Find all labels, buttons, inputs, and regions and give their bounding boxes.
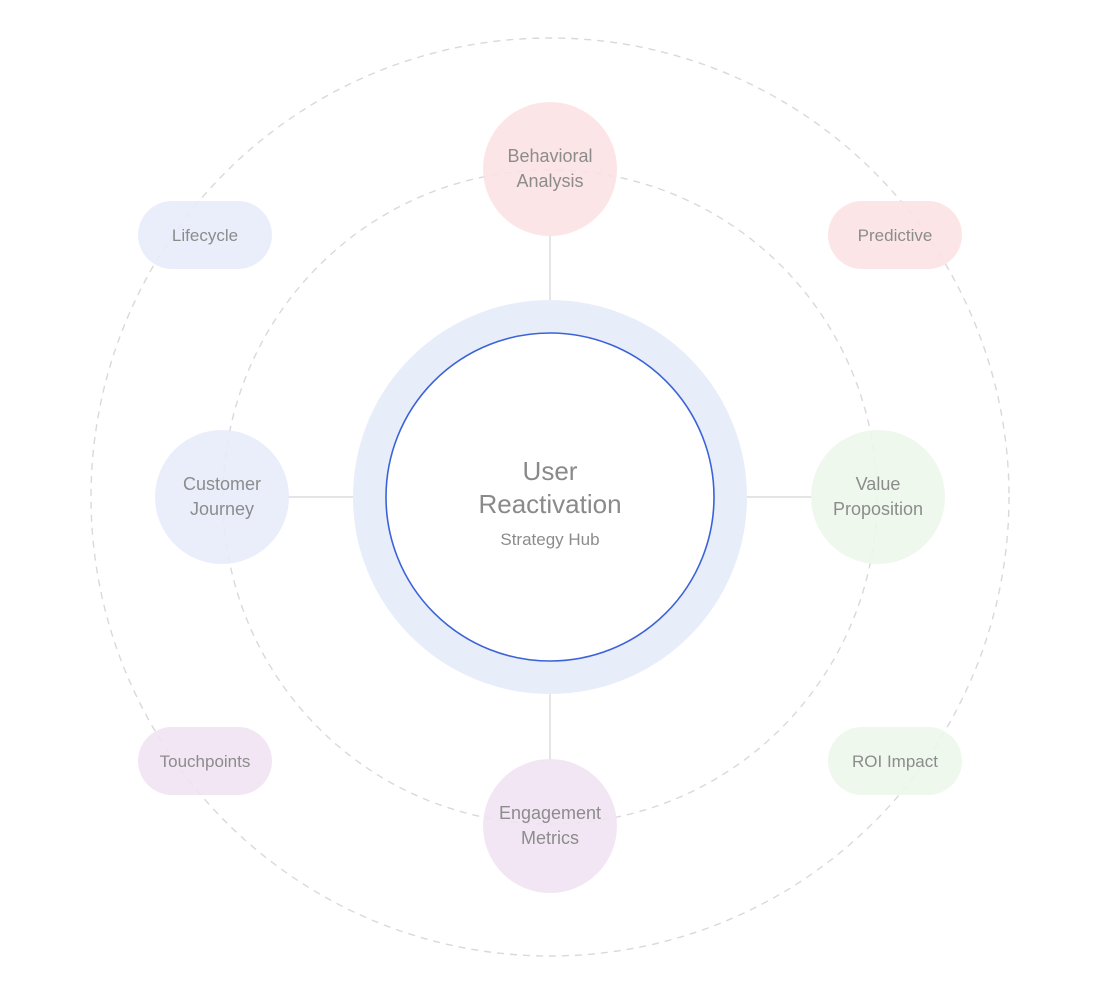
node-label-line1: Customer [182, 474, 262, 494]
node-label-line1: Value [855, 474, 901, 494]
tag-touchpoints[interactable]: Touchpoints [138, 727, 272, 795]
hub-title-line1: User [522, 456, 578, 486]
node-label-line2: Proposition [832, 499, 924, 519]
tag-label: Touchpoints [159, 751, 251, 771]
tag-lifecycle[interactable]: Lifecycle [138, 201, 272, 269]
node-label-line1: Behavioral [507, 146, 593, 166]
node-label-line2: Journey [189, 499, 255, 519]
tag-label: ROI Impact [852, 751, 938, 771]
node-value-proposition[interactable]: Value Proposition [811, 430, 945, 564]
hub-label: User Reactivation Strategy Hub [385, 455, 715, 551]
tag-roi-impact[interactable]: ROI Impact [828, 727, 962, 795]
tag-label: Predictive [857, 225, 933, 245]
node-label-line1: Engagement [498, 803, 602, 823]
node-engagement-metrics[interactable]: Engagement Metrics [483, 759, 617, 893]
tag-label: Lifecycle [171, 225, 239, 245]
hub-title-line2: Reactivation [478, 489, 622, 519]
node-customer-journey[interactable]: Customer Journey [155, 430, 289, 564]
tag-predictive[interactable]: Predictive [828, 201, 962, 269]
node-behavioral-analysis[interactable]: Behavioral Analysis [483, 102, 617, 236]
hub-subtitle: Strategy Hub [500, 530, 600, 549]
node-label-line2: Metrics [520, 828, 579, 848]
hub-circle [385, 332, 715, 662]
node-label-line2: Analysis [516, 171, 584, 191]
outer-orbit [90, 37, 1010, 957]
hub-ring [353, 300, 747, 694]
hub-title: User Reactivation [385, 455, 715, 521]
